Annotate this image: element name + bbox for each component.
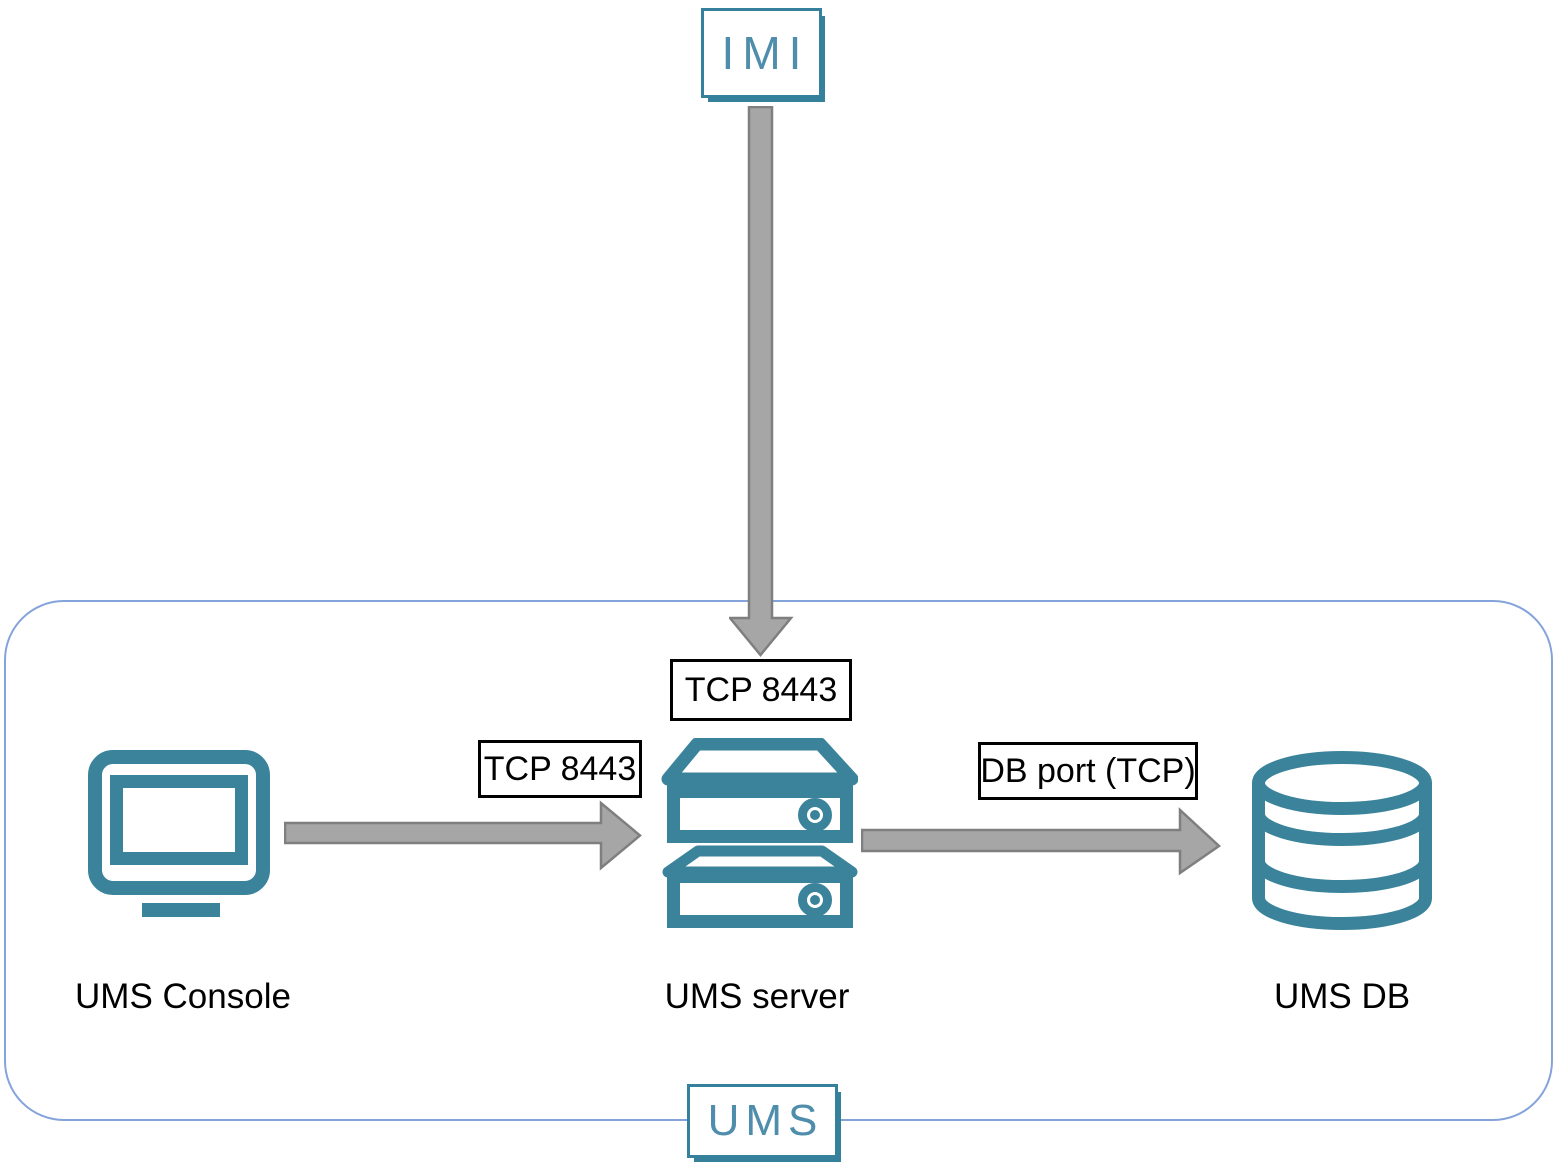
port-label-text: DB port (TCP): [980, 751, 1196, 790]
port-label-console-to-server: TCP 8443: [478, 740, 642, 798]
ums-group-node: UMS: [687, 1084, 838, 1158]
port-label-imi-to-server: TCP 8443: [670, 659, 852, 721]
ums-console-label: UMS Console: [75, 977, 291, 1016]
server-icon: [661, 738, 858, 928]
database-icon: [1252, 751, 1432, 930]
imi-label: IMI: [721, 27, 810, 79]
port-label-server-to-db: DB port (TCP): [978, 742, 1198, 800]
arrow-console-to-server-icon: [284, 800, 642, 871]
ums-server-label: UMS server: [664, 977, 850, 1016]
imi-node: IMI: [701, 8, 822, 98]
port-label-text: TCP 8443: [684, 670, 838, 709]
monitor-icon: [88, 750, 270, 917]
port-label-text: TCP 8443: [483, 749, 637, 788]
arrow-imi-to-server-icon: [729, 106, 794, 657]
ums-db-label: UMS DB: [1273, 977, 1411, 1016]
ums-group-label: UMS: [707, 1096, 824, 1145]
arrow-server-to-db-icon: [861, 807, 1221, 876]
